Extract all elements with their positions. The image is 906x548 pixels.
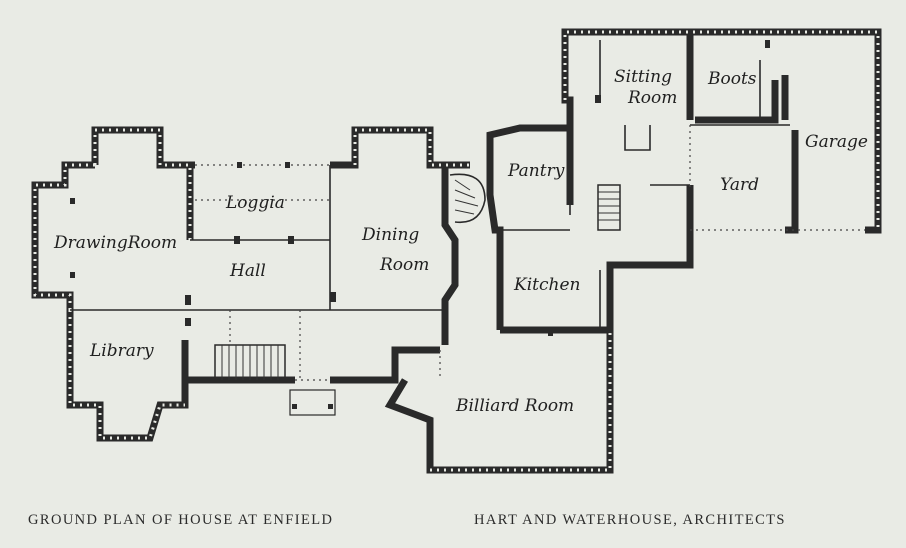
main-stair — [214, 344, 286, 381]
label-yard: Yard — [720, 175, 759, 195]
loggia-front-wall — [190, 126, 470, 169]
caption: GROUND PLAN OF HOUSE AT ENFIELD HART AND… — [0, 510, 906, 534]
dotted-lines — [195, 125, 865, 381]
label-boots: Boots — [707, 69, 757, 89]
label-kitchen: Kitchen — [513, 275, 580, 295]
dining-room-bay — [441, 165, 459, 345]
label-loggia: Loggia — [225, 193, 285, 213]
piers — [70, 40, 770, 336]
label-hall: Hall — [229, 261, 266, 281]
spiral-stair — [449, 173, 486, 224]
label-sitting-room-line2: Room — [627, 88, 677, 108]
label-billiard-room: Billiard Room — [455, 396, 574, 416]
caption-title: GROUND PLAN OF HOUSE AT ENFIELD — [28, 512, 334, 528]
label-dining-room-line2: Room — [379, 255, 429, 275]
label-drawing-room: DrawingRoom — [53, 233, 177, 253]
library-bay — [66, 310, 189, 442]
room-labels: DrawingRoom Loggia Hall Dining Room Libr… — [53, 67, 868, 416]
label-pantry: Pantry — [507, 161, 565, 181]
label-garage: Garage — [805, 132, 868, 152]
front-lower-wall — [185, 346, 440, 384]
label-library: Library — [89, 341, 154, 361]
service-stair — [597, 184, 621, 231]
label-sitting-room-line1: Sitting — [614, 67, 672, 87]
kitchen-wing-walls — [486, 124, 694, 330]
boots-wall — [695, 75, 789, 124]
drawing-room-walls — [31, 126, 194, 310]
interior-walls — [70, 40, 790, 331]
caption-architects: HART AND WATERHOUSE, ARCHITECTS — [474, 512, 786, 528]
label-dining-room-line1: Dining — [361, 225, 419, 245]
ground-plan-drawing: DrawingRoom Loggia Hall Dining Room Libr… — [31, 28, 882, 474]
service-court-walls — [561, 28, 882, 234]
entrance-porch — [289, 389, 336, 416]
